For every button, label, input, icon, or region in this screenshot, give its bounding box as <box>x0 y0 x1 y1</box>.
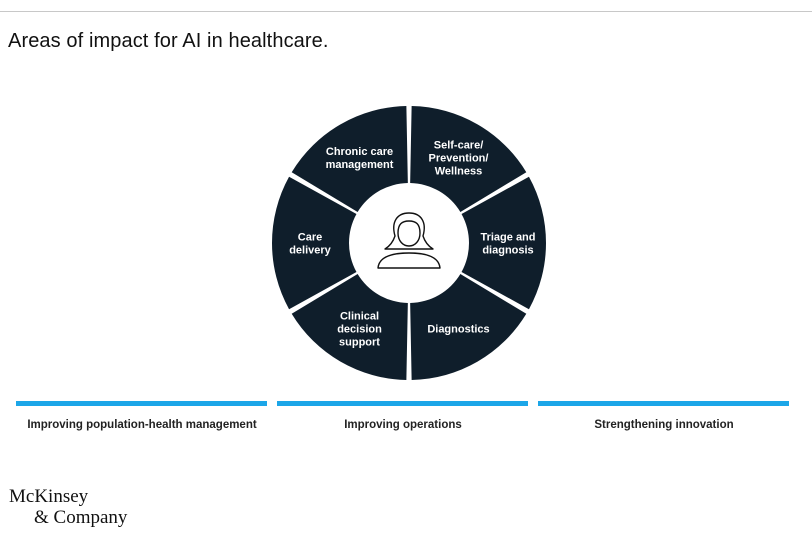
category-bar-operations <box>277 401 528 406</box>
segment-label-line: Wellness <box>435 165 483 177</box>
segment-label-line: Triage and <box>480 232 535 244</box>
segment-label-line: Care <box>298 232 322 244</box>
segment-label-line: management <box>326 159 394 171</box>
category-bar-innovation <box>538 401 789 406</box>
segment-self-care <box>410 106 527 213</box>
segment-label-line: Self-care/ <box>434 139 484 151</box>
segment-label-line: support <box>339 337 380 349</box>
segment-label-diagnostics: Diagnostics <box>427 324 489 336</box>
segment-label-line: Diagnostics <box>427 324 489 336</box>
category-label-operations: Improving operations <box>344 419 462 431</box>
segment-clinical-decision <box>291 273 408 380</box>
page-title: Areas of impact for AI in healthcare. <box>8 30 329 52</box>
segment-label-self-care: Self-care/Prevention/Wellness <box>429 139 489 177</box>
segment-label-line: Chronic care <box>326 146 393 158</box>
person-icon <box>351 185 467 301</box>
segment-label-line: diagnosis <box>482 245 533 257</box>
mckinsey-logo: McKinsey & Company <box>9 486 128 528</box>
category-bar-population-health <box>16 401 267 406</box>
segment-diagnostics <box>410 273 527 380</box>
segment-triage <box>461 176 547 310</box>
segment-label-line: delivery <box>289 245 331 257</box>
category-label-innovation: Strengthening innovation <box>594 419 734 431</box>
segment-chronic-care <box>291 106 408 213</box>
segment-care-delivery <box>272 176 357 310</box>
category-label-population-health: Improving population-health management <box>27 419 257 431</box>
segment-label-line: Clinical <box>340 311 379 323</box>
segment-label-line: decision <box>337 324 382 336</box>
top-divider <box>0 11 812 12</box>
segment-label-line: Prevention/ <box>429 152 489 164</box>
